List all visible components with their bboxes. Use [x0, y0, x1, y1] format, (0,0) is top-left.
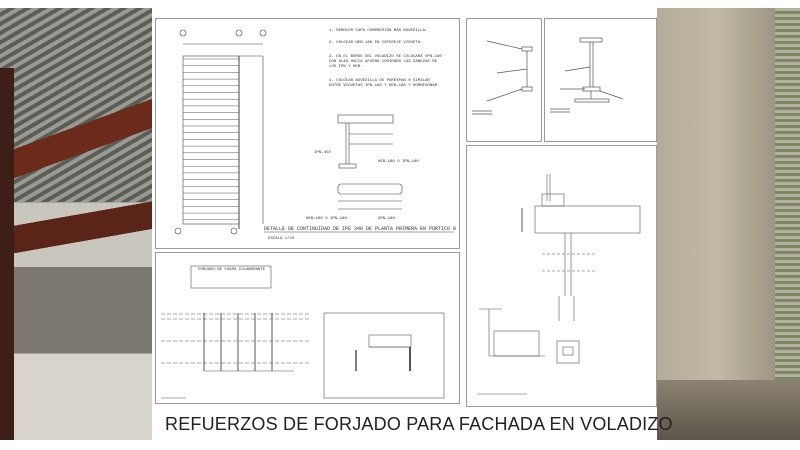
label-heb-180-a: HEB-180 O IPN-180 [378, 160, 419, 164]
drawing-caption: DETALLE DE CONTINUIDAD DE IPE 340 DE PLA… [264, 226, 457, 232]
drawing-scale: ESCALA 1/10 [268, 237, 295, 241]
note-4: 4. COLOCAR BOVEDILLA DE POREXPAN O SIMIL… [329, 79, 440, 88]
slab-plan-drawing [161, 265, 445, 399]
note-2: 2. COLOCAR HEB-180 EN INTEREJE VIGUETA. [329, 41, 423, 45]
beam-section-drawing [550, 37, 624, 113]
note-3: 3. EN EL BORDE DEL VOLADIZO SE COLOCARÁ … [329, 55, 442, 69]
label-ipn-450: IPN-450 [314, 151, 331, 155]
beam-reinforcement-detail-b [544, 18, 657, 142]
facade-mesh [775, 8, 800, 380]
concrete-column-photo [657, 8, 800, 440]
column-base-detail [466, 145, 657, 407]
continuity-detail-drawing: 1. DEMOLER CAPA COMPRESIÓN MÁS BOVEDILLA… [155, 18, 460, 249]
beam-section-drawing [472, 40, 533, 115]
beam-reinforcement-detail-a [466, 18, 542, 142]
note-1: 1. DEMOLER CAPA COMPRESIÓN MÁS BOVEDILLA… [329, 29, 428, 33]
label-heb-180-b: HEB-180 O IPN-180 [306, 217, 347, 221]
floor-slab [657, 380, 800, 440]
column-section-drawing [477, 174, 641, 395]
steel-beams-photo [0, 8, 152, 440]
steel-column [0, 68, 14, 440]
label-upn-180: UPN-180 [378, 217, 395, 221]
composite-slab-detail: FORJADO DE CHAPA COLABORANTE [155, 252, 460, 404]
floor-plan-drawing [174, 29, 454, 235]
page-title: REFUERZOS DE FORJADO PARA FACHADA EN VOL… [165, 414, 673, 434]
concrete-column [657, 8, 777, 380]
slab-box-title: FORJADO DE CHAPA COLABORANTE [198, 268, 266, 272]
